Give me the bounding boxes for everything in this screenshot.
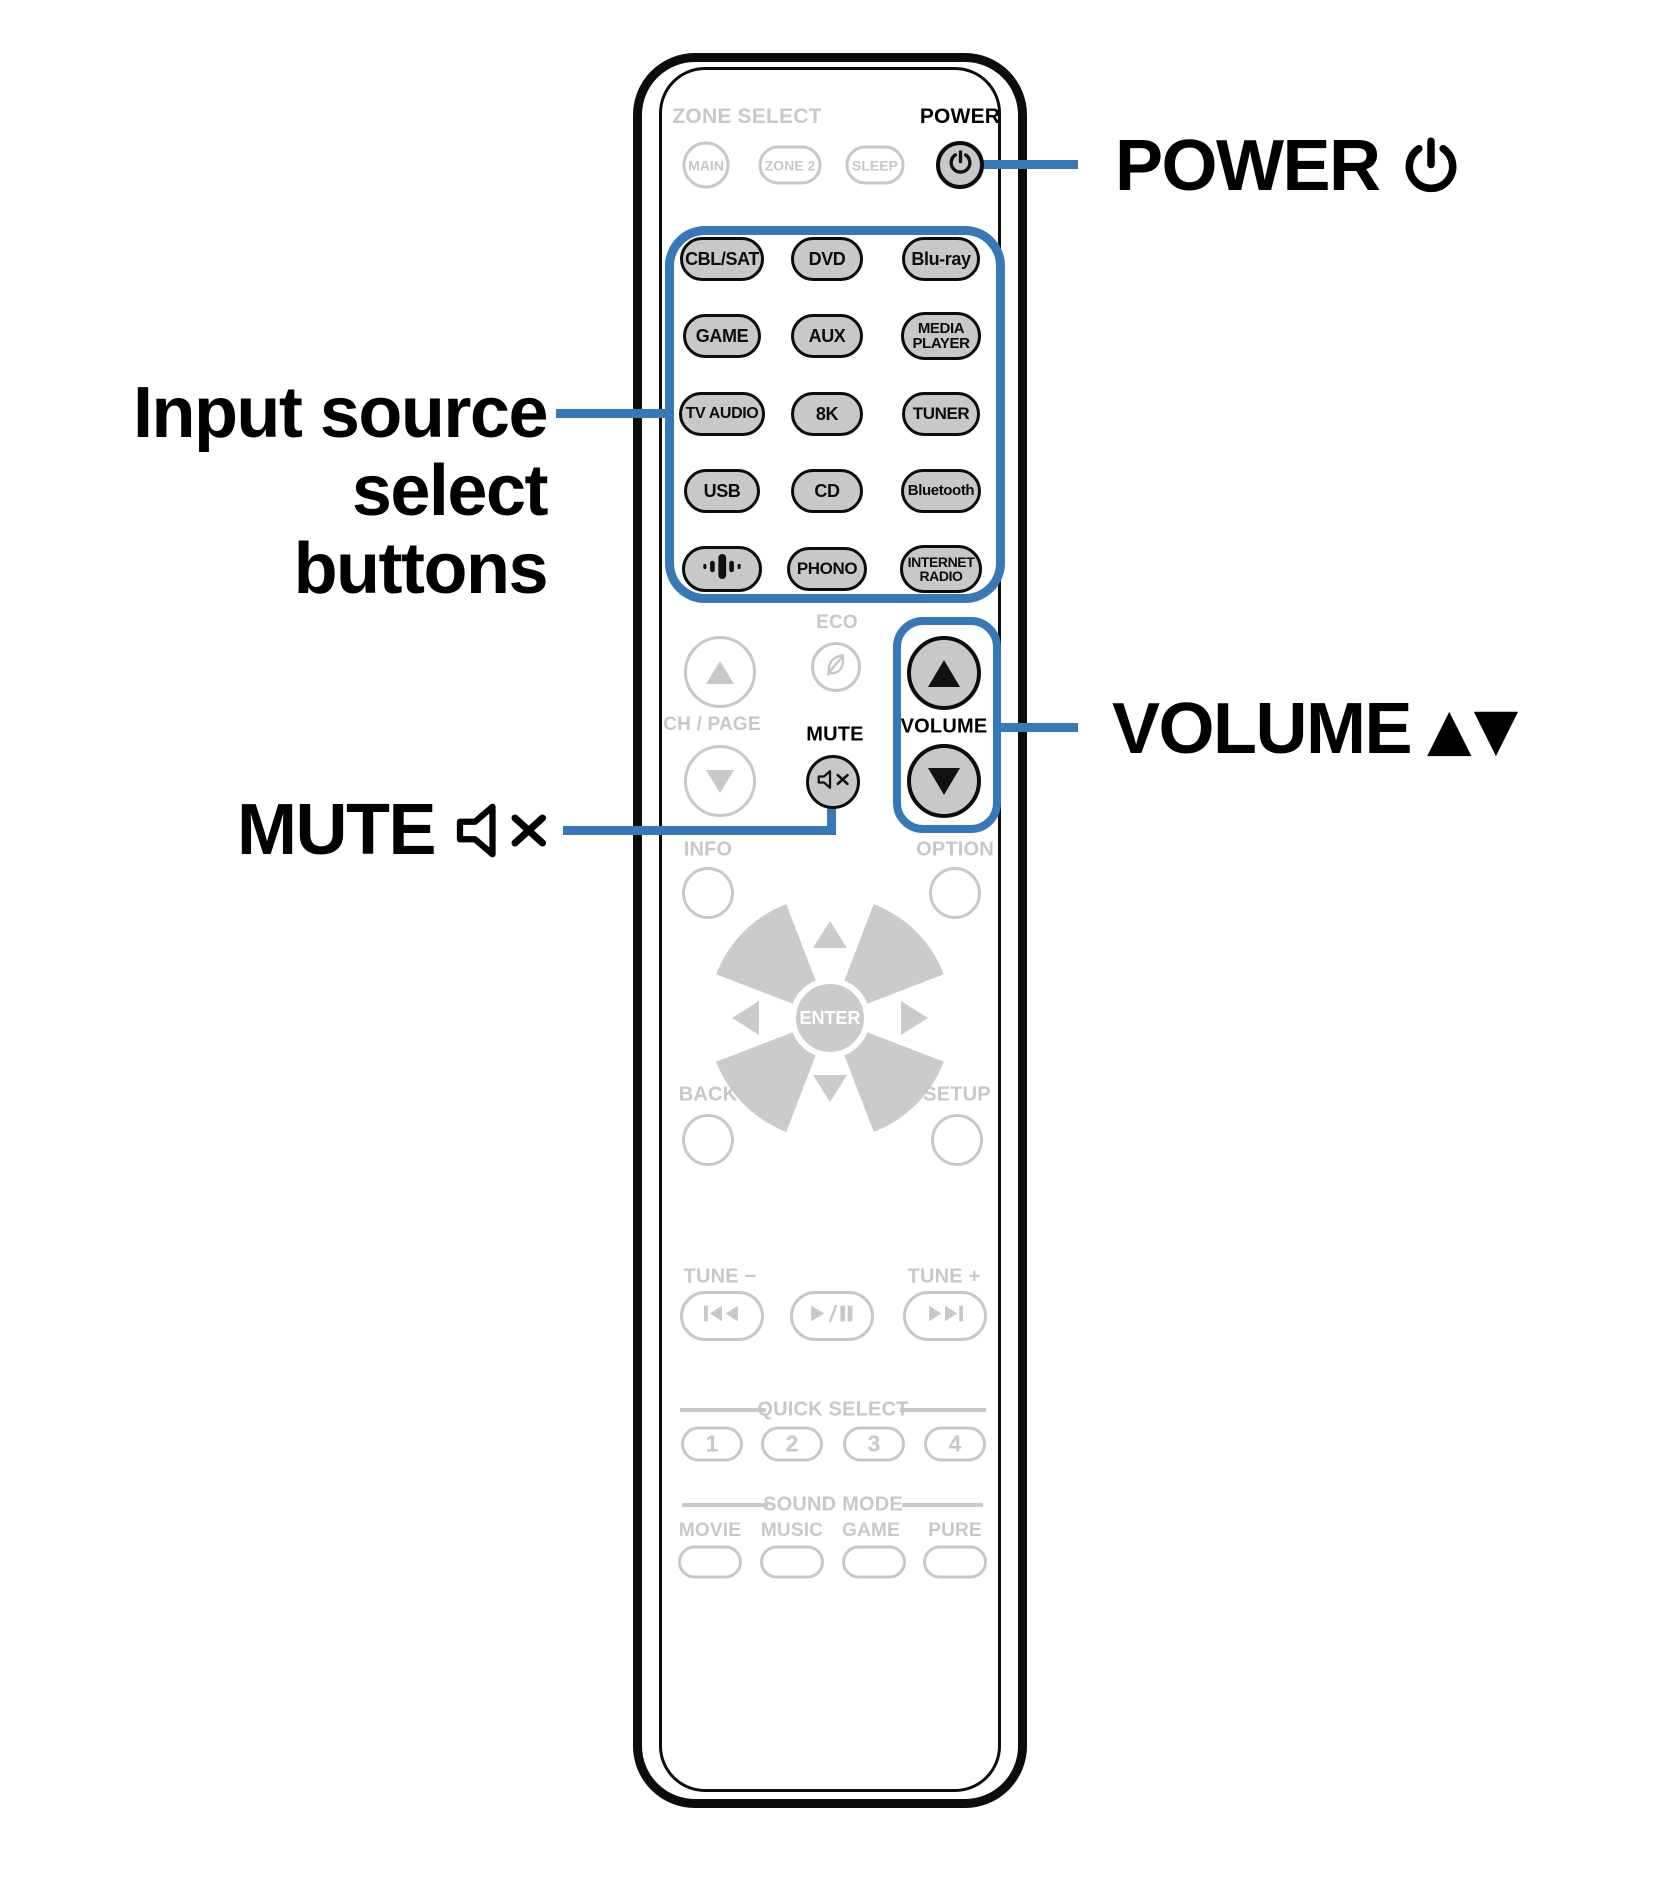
cursor-down-icon[interactable]	[813, 1075, 847, 1102]
quick-select-1-button[interactable]: 1	[681, 1426, 743, 1462]
sound-mode-pure-button[interactable]	[923, 1545, 987, 1579]
zone2-button[interactable]: ZONE 2	[758, 145, 822, 185]
back-button[interactable]	[682, 1114, 734, 1166]
cursor-up-icon[interactable]	[813, 921, 847, 948]
volume-highlight-box	[893, 617, 1001, 833]
skip-back-button[interactable]	[680, 1291, 764, 1341]
down-triangle-icon	[928, 767, 960, 795]
input-source-callout-line1: Input source	[132, 373, 549, 453]
zone-select-label: ZONE SELECT	[672, 105, 822, 128]
input-phono-button[interactable]: PHONO	[787, 547, 867, 591]
sound-mode-dash-right	[902, 1503, 983, 1507]
skip-back-icon	[703, 1305, 741, 1327]
option-label: OPTION	[916, 838, 994, 861]
cursor-right-icon[interactable]	[901, 1001, 928, 1035]
input-internet-radio-button[interactable]: INTERNET RADIO	[900, 545, 982, 593]
quick-select-label: QUICK SELECT	[757, 1398, 909, 1421]
volume-up-down-icon: ▲▼	[1427, 695, 1521, 763]
option-button[interactable]	[929, 867, 981, 919]
volume-callout: VOLUME ▲▼	[1112, 688, 1520, 770]
volume-up-button[interactable]	[907, 636, 981, 710]
quick-select-2-button[interactable]: 2	[761, 1426, 823, 1462]
sound-mode-game-label: GAME	[842, 1520, 900, 1541]
enter-button[interactable]: ENTER	[790, 978, 870, 1058]
remote-body-inner-line	[659, 67, 1001, 1792]
tune-minus-label: TUNE −	[683, 1265, 757, 1288]
input-bluetooth-button[interactable]: Bluetooth	[901, 469, 981, 513]
input-source-callout: Input source select buttons	[95, 373, 549, 609]
eco-button[interactable]	[811, 642, 861, 692]
volume-buttons-label: VOLUME	[900, 715, 988, 738]
input-cd-button[interactable]: CD	[791, 469, 863, 513]
setup-button[interactable]	[931, 1114, 983, 1166]
power-callout-line	[982, 160, 1078, 169]
input-game-button[interactable]: GAME	[683, 314, 761, 358]
power-icon	[1400, 135, 1462, 197]
sound-mode-music-button[interactable]	[760, 1545, 824, 1579]
channel-page-down-button[interactable]	[684, 745, 756, 817]
skip-forward-icon	[926, 1305, 964, 1327]
input-tuner-button[interactable]: TUNER	[902, 392, 980, 436]
sound-mode-movie-button[interactable]	[678, 1545, 742, 1579]
input-tv-audio-button[interactable]: TV AUDIO	[679, 392, 765, 436]
channel-page-label: CH / PAGE	[663, 714, 761, 735]
mute-callout-text: MUTE	[237, 790, 436, 870]
input-dvd-button[interactable]: DVD	[791, 237, 863, 281]
sound-mode-music-label: MUSIC	[760, 1520, 824, 1541]
play-pause-icon	[810, 1304, 854, 1327]
sound-mode-game-button[interactable]	[842, 1545, 906, 1579]
input-source-highlight-box	[665, 226, 1005, 603]
power-button[interactable]	[936, 141, 984, 189]
sound-mode-dash-left	[682, 1503, 768, 1507]
power-callout: POWER	[1115, 125, 1462, 207]
tune-plus-label: TUNE +	[907, 1265, 981, 1288]
mute-icon	[817, 768, 850, 796]
input-media-player-button[interactable]: MEDIA PLAYER	[901, 312, 981, 360]
input-heos-button[interactable]	[682, 546, 762, 592]
play-pause-button[interactable]	[790, 1291, 874, 1341]
channel-page-up-button[interactable]	[684, 636, 756, 708]
setup-label: SETUP	[923, 1083, 991, 1106]
input-bluray-button[interactable]: Blu-ray	[902, 237, 980, 281]
mute-callout: MUTE	[95, 789, 550, 871]
cursor-left-icon[interactable]	[732, 1001, 759, 1035]
heos-bars-icon	[701, 553, 743, 585]
input-source-callout-line	[556, 409, 667, 418]
input-aux-button[interactable]: AUX	[791, 314, 863, 358]
back-label: BACK	[678, 1083, 738, 1106]
volume-callout-line	[1001, 723, 1078, 732]
eco-label: ECO	[816, 612, 858, 633]
input-cbl-sat-button[interactable]: CBL/SAT	[680, 237, 764, 281]
sleep-button[interactable]: SLEEP	[845, 145, 905, 185]
mute-callout-line-vertical	[827, 804, 836, 835]
input-source-callout-line3: buttons	[293, 529, 549, 609]
mute-icon	[455, 798, 550, 863]
volume-callout-text: VOLUME	[1112, 689, 1413, 769]
power-button-label: POWER	[919, 105, 1001, 128]
quick-select-dash-left	[680, 1408, 766, 1412]
power-icon	[947, 149, 974, 181]
mute-button-label: MUTE	[806, 723, 864, 746]
quick-select-4-button[interactable]: 4	[924, 1426, 986, 1462]
mute-callout-line-horizontal	[563, 826, 836, 835]
eco-leaf-icon	[820, 649, 852, 686]
quick-select-3-button[interactable]: 3	[843, 1426, 905, 1462]
mute-button[interactable]	[806, 755, 860, 809]
input-source-callout-line2: select	[351, 451, 549, 531]
sound-mode-label: SOUND MODE	[763, 1493, 903, 1516]
power-callout-text: POWER	[1115, 126, 1381, 206]
up-triangle-icon	[928, 659, 960, 687]
skip-forward-button[interactable]	[903, 1291, 987, 1341]
info-label: INFO	[683, 838, 733, 861]
input-usb-button[interactable]: USB	[684, 469, 760, 513]
sound-mode-pure-label: PURE	[928, 1520, 982, 1541]
down-triangle-icon	[706, 769, 734, 793]
sound-mode-movie-label: MOVIE	[678, 1520, 742, 1541]
up-triangle-icon	[706, 660, 734, 684]
info-button[interactable]	[682, 867, 734, 919]
main-button[interactable]: MAIN	[682, 141, 730, 189]
input-8k-button[interactable]: 8K	[791, 392, 863, 436]
quick-select-dash-right	[900, 1408, 986, 1412]
volume-down-button[interactable]	[907, 744, 981, 818]
